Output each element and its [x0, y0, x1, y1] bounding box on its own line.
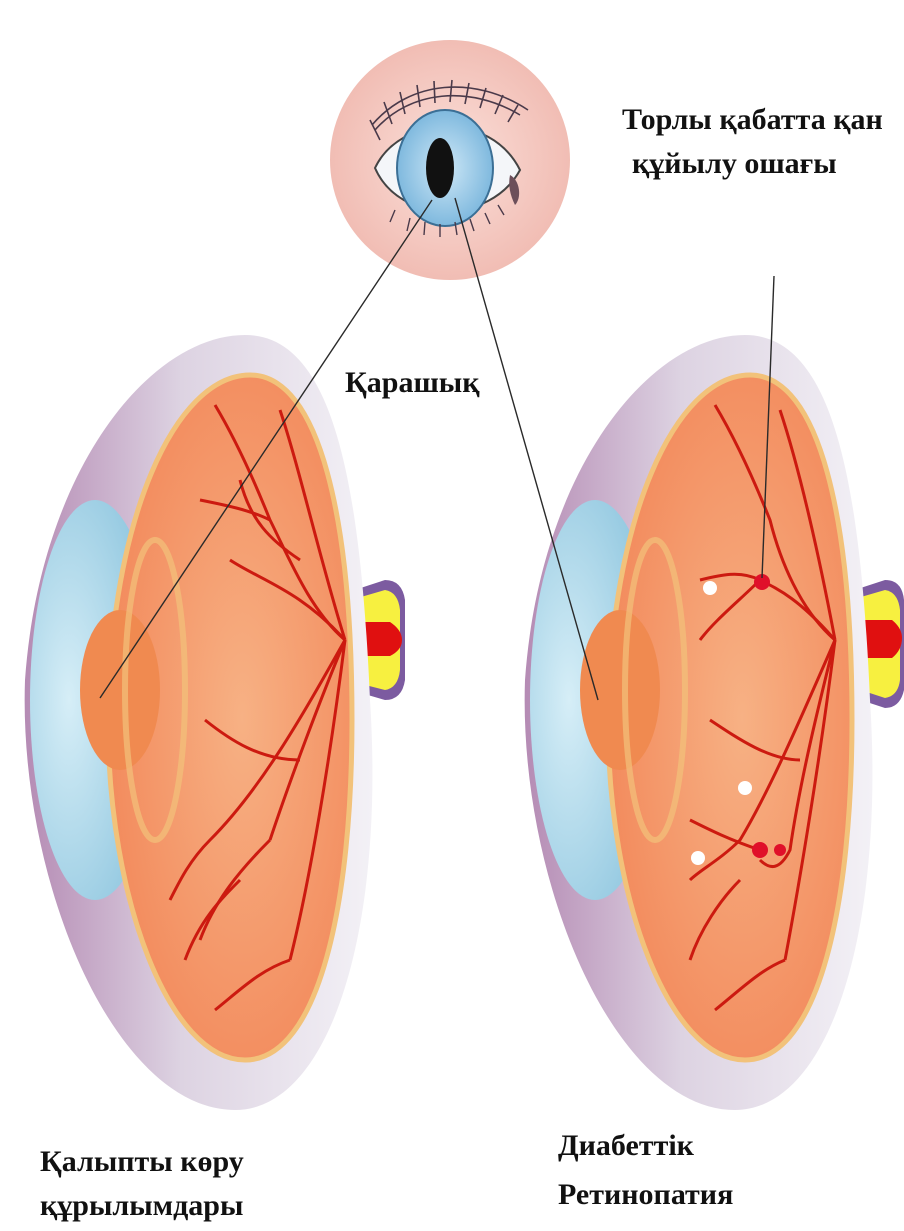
- hemorrhage-label-line2: құйылу ошағы: [632, 145, 837, 183]
- normal-label-line2: құрылымдары: [40, 1187, 243, 1225]
- hemorrhage-spot: [774, 844, 786, 856]
- exudate-spot: [738, 781, 752, 795]
- normal-eyeball-icon: [25, 335, 405, 1110]
- diabetic-label-line2: Ретинопатия: [558, 1176, 733, 1214]
- exudate-spot: [691, 851, 705, 865]
- hemorrhage-spot: [752, 842, 768, 858]
- pupil-label: Қарашық: [345, 364, 479, 402]
- lens-dr: [580, 610, 660, 770]
- diabetic-eyeball-icon: [525, 335, 904, 1110]
- pupil: [426, 138, 454, 198]
- eye-closeup-icon: [330, 40, 570, 280]
- diabetic-label-line1: Диабеттік: [558, 1127, 694, 1165]
- normal-label-line1: Қалыпты көру: [40, 1143, 244, 1181]
- lens: [80, 610, 160, 770]
- hemorrhage-label-line1: Торлы қабатта қан: [622, 101, 883, 139]
- exudate-spot: [703, 581, 717, 595]
